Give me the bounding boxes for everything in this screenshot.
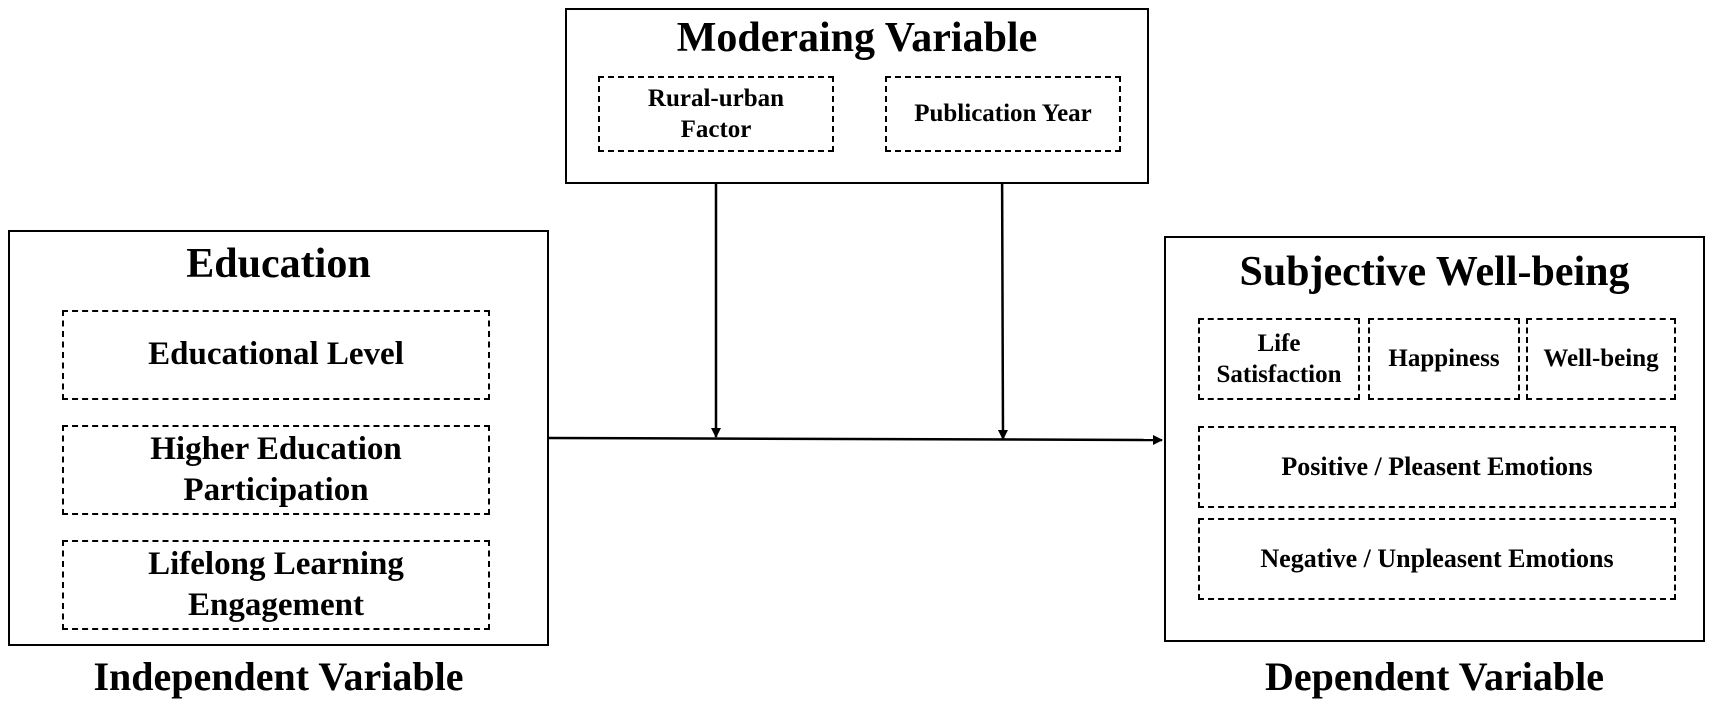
rural-urban-factor-box: Rural-urban Factor [598, 76, 834, 152]
subjective-well-being-box: Subjective Well-being Life Satisfaction … [1164, 236, 1705, 642]
well-being-box: Well-being [1526, 318, 1676, 400]
publication-year-box: Publication Year [885, 76, 1121, 152]
positive-emotions-box: Positive / Pleasent Emotions [1198, 426, 1676, 508]
higher-education-participation-box: Higher Education Participation [62, 425, 490, 515]
moderating-variable-title: Moderaing Variable [676, 15, 1038, 61]
negative-emotions-box: Negative / Unpleasent Emotions [1198, 518, 1676, 600]
subjective-well-being-title: Subjective Well-being [1239, 249, 1630, 295]
education-title: Education [186, 241, 371, 287]
dependent-variable-caption: Dependent Variable [1265, 654, 1604, 699]
independent-variable-caption: Independent Variable [93, 654, 464, 699]
life-satisfaction-box: Life Satisfaction [1198, 318, 1360, 400]
lifelong-learning-engagement-box: Lifelong Learning Engagement [62, 540, 490, 630]
happiness-box: Happiness [1368, 318, 1520, 400]
moderating-variable-box: Moderaing Variable Rural-urban Factor Pu… [565, 8, 1149, 184]
publication-year-arrow [997, 150, 1008, 440]
main-arrow [547, 434, 1163, 445]
educational-level-box: Educational Level [62, 310, 490, 400]
education-box: Education Educational Level Higher Educa… [8, 230, 549, 646]
